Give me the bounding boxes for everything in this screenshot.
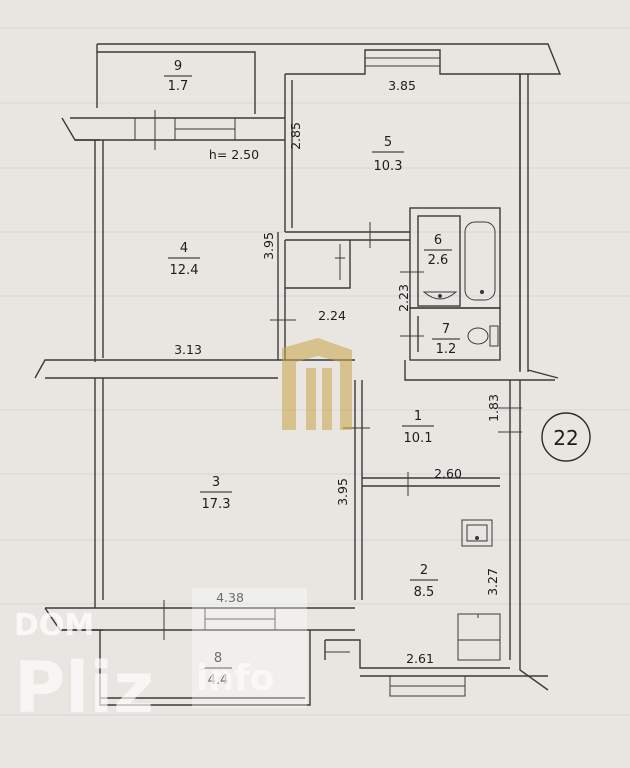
dim-2-85: 2.85 (288, 122, 303, 150)
room-5-area: 10.3 (374, 159, 403, 174)
fixtures (422, 221, 501, 661)
dim-2-61: 2.61 (406, 651, 434, 666)
stove (457, 613, 501, 661)
bathtub (464, 221, 496, 301)
dim-2-23: 2.23 (396, 284, 411, 312)
dim-4-38: 4.38 (216, 590, 244, 605)
room-3-area: 17.3 (202, 497, 231, 512)
apartment-number-badge: 22 (541, 412, 591, 462)
room-8-area: 4.4 (208, 673, 229, 688)
watermark-logo-icon (282, 338, 352, 430)
door-marks (154, 110, 522, 653)
dim-3-27: 3.27 (485, 568, 500, 596)
apartment-number: 22 (553, 426, 578, 450)
toilet (467, 325, 499, 347)
room-labels: 9 1.7 5 10.3 4 12.4 6 2.6 7 1.2 1 10.1 3… (164, 59, 460, 688)
room-7-number: 7 (442, 322, 450, 337)
dim-3-95-lower: 3.95 (335, 478, 350, 506)
room-9-area: 1.7 (168, 79, 189, 94)
watermark: DOM Pliz info (14, 588, 307, 729)
room-2-number: 2 (420, 563, 428, 578)
room-2-area: 8.5 (414, 585, 435, 600)
room-1-area: 10.1 (404, 431, 433, 446)
watermark-dom: DOM (14, 608, 94, 643)
dim-3-85: 3.85 (388, 78, 416, 93)
room-4-area: 12.4 (170, 263, 199, 278)
dimension-labels: 3.85 2.85 h= 2.50 3.95 2.24 2.23 3.13 1.… (174, 78, 501, 666)
windows (134, 49, 466, 697)
kitchen-sink (461, 519, 493, 547)
room-7-area: 1.2 (436, 342, 457, 357)
room-6-number: 6 (434, 233, 442, 248)
room-5-number: 5 (384, 135, 392, 150)
dim-3-13: 3.13 (174, 342, 202, 357)
room-8-number: 8 (214, 651, 222, 666)
walls (34, 43, 562, 706)
dim-1-83: 1.83 (486, 394, 501, 422)
ceiling-height: h= 2.50 (209, 147, 259, 162)
room-4-number: 4 (180, 241, 188, 256)
watermark-pliz: Pliz (14, 647, 154, 729)
room-6-area: 2.6 (428, 253, 449, 268)
dim-2-24: 2.24 (318, 308, 346, 323)
watermark-info: info (196, 658, 274, 699)
dim-2-60: 2.60 (434, 466, 462, 481)
sink (422, 291, 458, 300)
room-9-number: 9 (174, 59, 182, 74)
room-3-number: 3 (212, 475, 220, 490)
room-1-number: 1 (414, 409, 422, 424)
dim-3-95-upper: 3.95 (261, 232, 276, 260)
